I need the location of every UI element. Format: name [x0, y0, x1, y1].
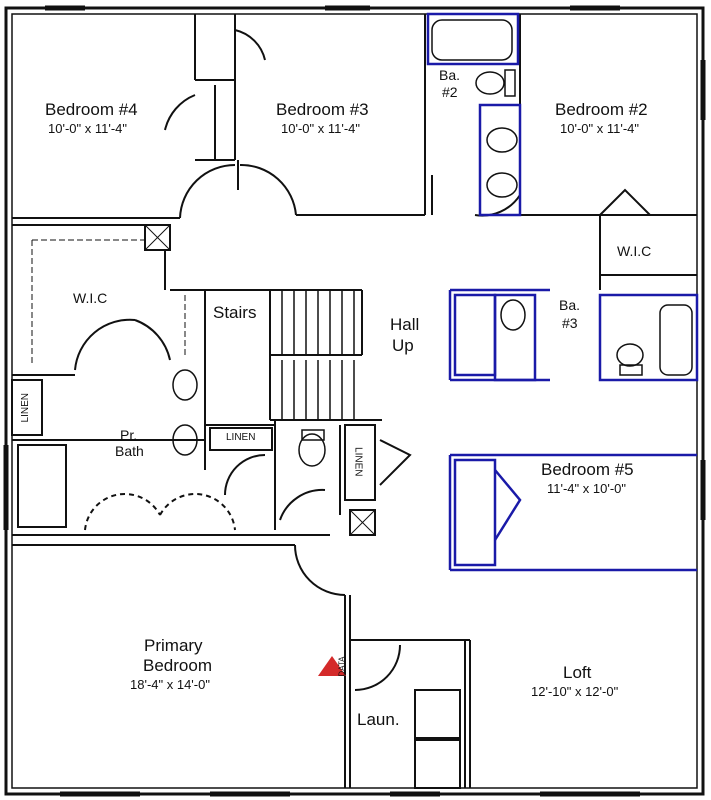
wic-right-label: W.I.C: [617, 243, 652, 259]
bedroom2-dims: 10'-0" x 11'-4": [560, 121, 639, 136]
pr-bath-label-line1: Pr.: [120, 427, 138, 443]
loft-name: Loft: [563, 663, 592, 682]
data-marker-label: DATA: [337, 656, 347, 677]
bath2-label-line1: Ba.: [439, 67, 461, 83]
pr-bath-label-line2: Bath: [115, 443, 144, 459]
bedroom5-dims: 11'-4" x 10'-0": [547, 481, 626, 496]
primary-bedroom-name-line1: Primary: [144, 636, 203, 655]
bedroom3-name: Bedroom #3: [276, 100, 369, 119]
bath2-label-line2: #2: [442, 84, 458, 100]
linen-left-label: LINEN: [19, 393, 31, 423]
up-label: Up: [392, 336, 414, 355]
wic-left-label: W.I.C: [73, 290, 108, 306]
bedroom3-dims: 10'-0" x 11'-4": [281, 121, 360, 136]
loft-dims: 12'-10" x 12'-0": [531, 684, 619, 699]
bedroom4-name: Bedroom #4: [45, 100, 138, 119]
bedroom2-name: Bedroom #2: [555, 100, 648, 119]
stairs-label: Stairs: [213, 303, 257, 322]
bath3-label-line1: Ba.: [559, 297, 581, 313]
hall-label: Hall: [390, 315, 420, 334]
laundry-label: Laun.: [357, 710, 400, 729]
primary-bedroom-dims: 18'-4" x 14'-0": [130, 677, 210, 692]
bedroom4-dims: 10'-0" x 11'-4": [48, 121, 127, 136]
linen-center-label: LINEN: [226, 432, 256, 443]
bedroom5-name: Bedroom #5: [541, 460, 634, 479]
bath3-label-line2: #3: [562, 315, 578, 331]
linen-right-label: LINEN: [352, 447, 364, 477]
primary-bedroom-name-line2: Bedroom: [143, 656, 212, 675]
